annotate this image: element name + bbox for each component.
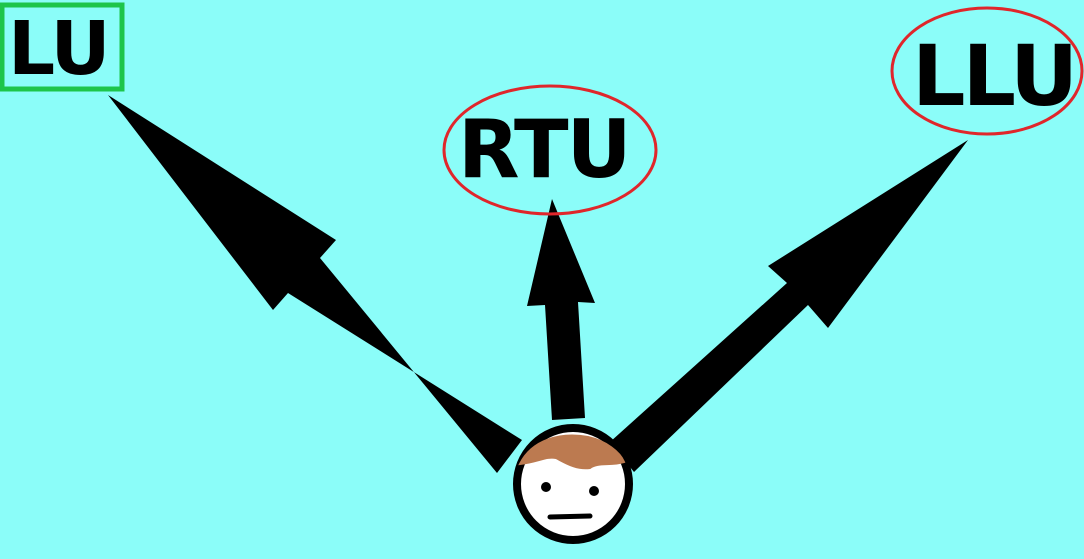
hair-shape (518, 434, 626, 470)
arrow-to-lu-icon (108, 95, 522, 473)
option-label-llu: LLU (912, 27, 1078, 125)
mouth (547, 513, 593, 520)
lu-marker-box (0, 2, 125, 92)
left-eye (541, 482, 551, 492)
rtu-marker-ellipse (442, 84, 658, 216)
option-label-lu: LU (8, 6, 111, 92)
arrow-to-llu-icon (610, 140, 968, 472)
option-label-rtu: RTU (458, 103, 632, 196)
arrow-to-rtu-icon (527, 199, 595, 420)
right-eye (589, 486, 599, 496)
face-icon (513, 424, 633, 544)
llu-marker-ellipse (890, 6, 1084, 136)
